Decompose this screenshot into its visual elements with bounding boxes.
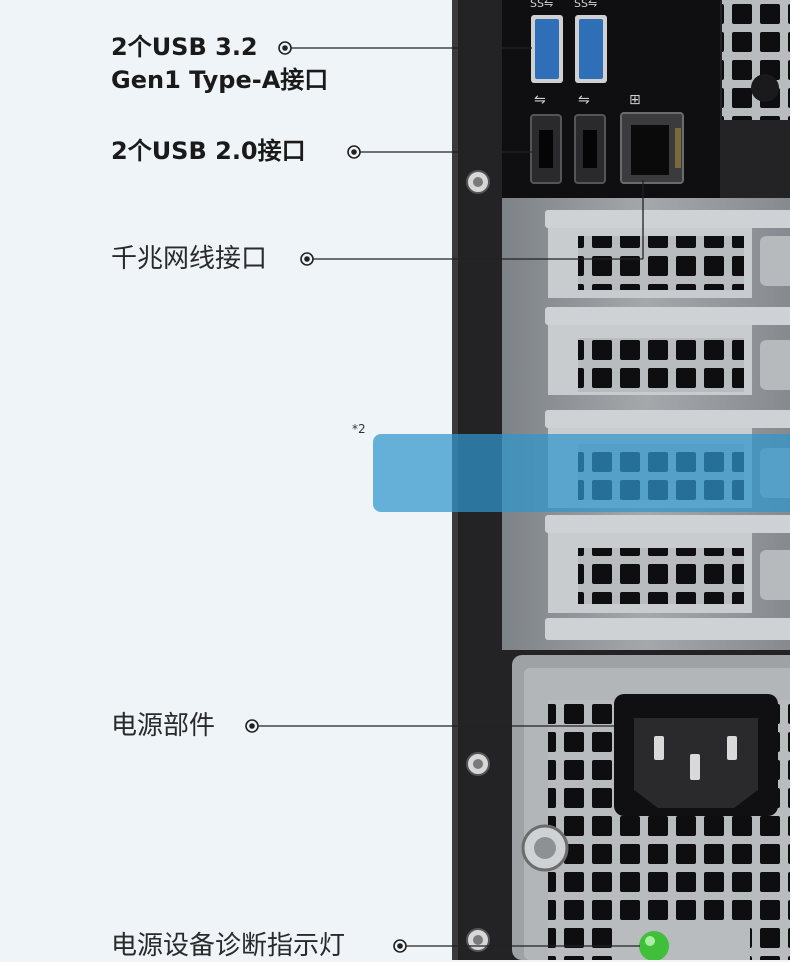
- leader-dots: [245, 41, 407, 953]
- usb-icon: ⇋: [578, 92, 590, 108]
- usb-ss-icon: SS⇋: [530, 0, 553, 10]
- power-supply-unit: [512, 655, 790, 960]
- ethernet-port: ⊞: [620, 92, 684, 184]
- usb20-ports: ⇋ ⇋: [530, 92, 606, 184]
- usb32-ports: SS⇋ SS⇋: [530, 0, 607, 83]
- psu-diag-led-label: 电源设备诊断指示灯: [111, 931, 346, 961]
- ethernet-label: 千兆网线接口: [111, 244, 268, 274]
- usb20-label: 2个USB 2.0接口: [111, 137, 306, 165]
- expansion-slot-highlight: [373, 434, 790, 512]
- usb-icon: ⇋: [534, 92, 546, 108]
- power-socket-icon: [614, 694, 778, 816]
- leader-lines: [256, 47, 644, 947]
- top-vent: [722, 0, 790, 120]
- power-unit-label: 电源部件: [111, 711, 216, 741]
- footnote-marker: *2: [352, 422, 366, 436]
- usb-ss-icon: SS⇋: [574, 0, 597, 10]
- usb32-label-line2: Gen1 Type-A接口: [111, 66, 329, 94]
- psu-diag-led: [639, 931, 669, 960]
- network-icon: ⊞: [629, 92, 641, 108]
- usb32-label-line1: 2个USB 3.2: [111, 33, 258, 61]
